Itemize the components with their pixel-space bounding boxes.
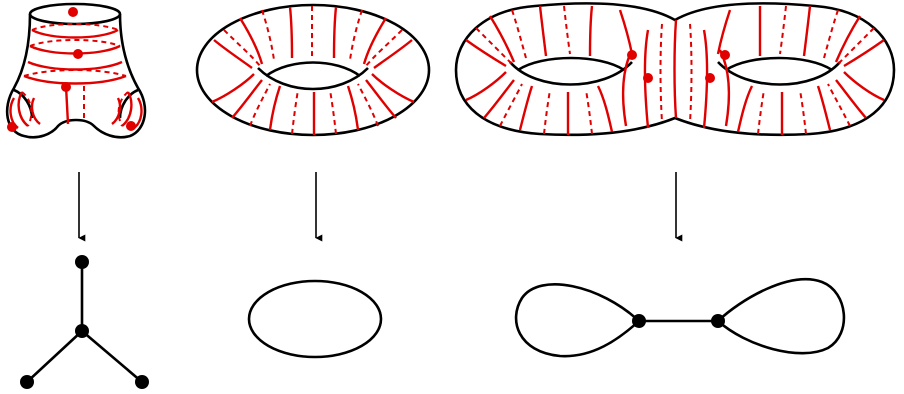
critical-point-saddle-2 (643, 73, 653, 83)
critical-point-saddle-upper (73, 49, 83, 59)
panel-torus (195, 3, 431, 359)
reeb-graph-circle (247, 279, 383, 359)
graph-vertex-left (20, 375, 34, 389)
critical-point-saddle-lower (61, 82, 71, 92)
critical-point-min-right (126, 121, 136, 131)
pants-level-cuts (9, 23, 143, 129)
critical-point-max (68, 7, 78, 17)
critical-point-saddle-1 (627, 50, 637, 60)
genus-two-level-cuts (465, 5, 885, 135)
reeb-graph-tripod (20, 255, 149, 389)
panel-genus-two (454, 2, 896, 358)
critical-point-min-left (7, 122, 17, 132)
pants-surface (5, 2, 147, 139)
critical-point-saddle-4 (705, 73, 715, 83)
graph-vertex-right (135, 375, 149, 389)
panel-pair-of-pants (5, 2, 149, 389)
graph-vertex-left-junction (632, 314, 646, 328)
torus-level-cuts (211, 5, 415, 135)
critical-point-saddle-3 (720, 50, 730, 60)
genus-two-critical-points (627, 50, 730, 83)
graph-vertex-center (75, 324, 89, 338)
pants-critical-points (7, 7, 136, 132)
reeb-graph-two-loops (514, 277, 846, 358)
graph-vertex-top (75, 255, 89, 269)
graph-vertex-right-junction (711, 314, 725, 328)
